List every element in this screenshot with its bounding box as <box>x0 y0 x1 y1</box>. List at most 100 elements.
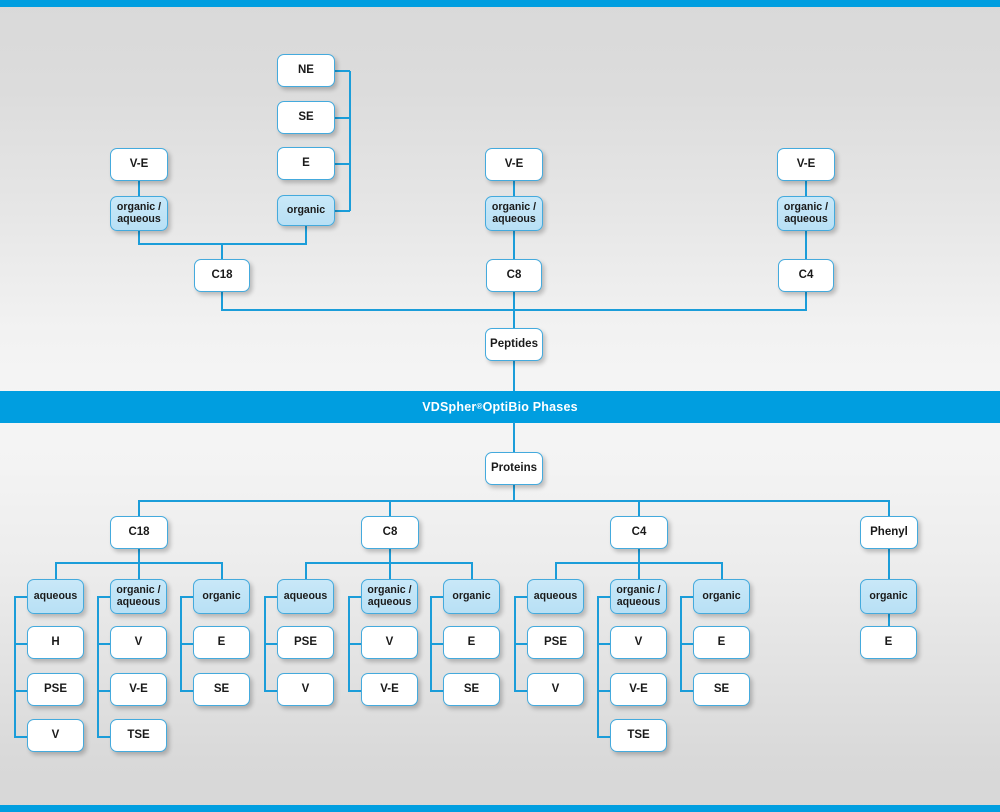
node-c18-aqueous[interactable]: aqueous <box>27 579 84 614</box>
top-accent-rail <box>0 0 1000 7</box>
connector-e-stub <box>335 163 350 165</box>
bracket-c4-oa-stub-2 <box>597 690 611 692</box>
node-c18-proteins-organic[interactable]: organic <box>193 579 250 614</box>
node-c8-aqueous-child-2[interactable]: V <box>277 673 334 706</box>
bracket-c8-org-head <box>430 596 444 598</box>
bracket-c18-aqueous-head <box>14 596 28 598</box>
connector-bus-to-c4 <box>638 500 640 517</box>
connector-peptides-to-banner <box>513 360 515 392</box>
node-c18-oa-child-1[interactable]: V <box>110 626 167 659</box>
node-c18-aqueous-child-3[interactable]: V <box>27 719 84 752</box>
node-c8-oa-child-2[interactable]: V-E <box>361 673 418 706</box>
node-c18-org-child-1[interactable]: E <box>193 626 250 659</box>
bracket-c8-aqueous-head <box>264 596 278 598</box>
node-ne[interactable]: NE <box>277 54 335 87</box>
connector-c18-down <box>221 291 223 310</box>
bracket-c18-oa-stub-1 <box>97 643 111 645</box>
bracket-c8-aqueous-stub-2 <box>264 690 278 692</box>
bracket-c4-org-stub-2 <box>680 690 694 692</box>
node-c4-org-child-1[interactable]: E <box>693 626 750 659</box>
bracket-c18-org-head <box>180 596 194 598</box>
node-phenyl-organic[interactable]: organic <box>860 579 917 614</box>
connector-c18-to-aqueous <box>55 562 57 580</box>
connector-proteins-bus <box>138 500 889 502</box>
node-c8-org-child-2[interactable]: SE <box>443 673 500 706</box>
node-c4-ve[interactable]: V-E <box>777 148 835 181</box>
connector-c4-to-aqueous <box>555 562 557 580</box>
node-c4-proteins-organic[interactable]: organic <box>693 579 750 614</box>
connector-c18-ve-to-mode <box>138 180 140 200</box>
bracket-c18-org-stub-1 <box>180 643 194 645</box>
connector-banner-to-proteins <box>513 422 515 452</box>
node-c8-aqueous-child-1[interactable]: PSE <box>277 626 334 659</box>
node-peptides-c8[interactable]: C8 <box>486 259 542 292</box>
node-c8-ve[interactable]: V-E <box>485 148 543 181</box>
node-phenyl-org-child-1[interactable]: E <box>860 626 917 659</box>
node-c4-oa-child-1[interactable]: V <box>610 626 667 659</box>
bracket-c18-aqueous-stub-1 <box>14 643 28 645</box>
bracket-c18-oa-stub-2 <box>97 690 111 692</box>
node-c18-organic-aqueous[interactable]: organic / aqueous <box>110 196 168 231</box>
connector-organic-stub <box>335 210 350 212</box>
node-c4-proteins-organic-aqueous[interactable]: organic / aqueous <box>610 579 667 614</box>
bracket-c4-organic-aqueous <box>597 596 599 737</box>
node-c4-aqueous-child-1[interactable]: PSE <box>527 626 584 659</box>
node-proteins-c4[interactable]: C4 <box>610 516 668 549</box>
node-c8-proteins-organic[interactable]: organic <box>443 579 500 614</box>
node-proteins-phenyl[interactable]: Phenyl <box>860 516 918 549</box>
node-c4-aqueous-child-2[interactable]: V <box>527 673 584 706</box>
node-c8-organic-aqueous[interactable]: organic / aqueous <box>485 196 543 231</box>
connector-c8-mode-to-c8 <box>513 230 515 260</box>
bracket-c4-oa-stub-3 <box>597 736 611 738</box>
connector-c18-merge-drop <box>221 243 223 260</box>
node-c8-proteins-organic-aqueous[interactable]: organic / aqueous <box>361 579 418 614</box>
node-proteins[interactable]: Proteins <box>485 452 543 485</box>
connector-proteins-drop <box>513 484 515 501</box>
node-c8-oa-child-1[interactable]: V <box>361 626 418 659</box>
node-c18-aqueous-child-2[interactable]: PSE <box>27 673 84 706</box>
node-c8-aqueous[interactable]: aqueous <box>277 579 334 614</box>
node-c18-oa-child-2[interactable]: V-E <box>110 673 167 706</box>
connector-c8-to-organic <box>471 562 473 580</box>
node-c4-org-child-2[interactable]: SE <box>693 673 750 706</box>
bottom-accent-rail <box>0 805 1000 812</box>
bracket-c18-aqueous <box>14 596 16 737</box>
bracket-c8-oa-stub-2 <box>348 690 362 692</box>
node-e[interactable]: E <box>277 147 335 180</box>
node-c4-oa-child-2[interactable]: V-E <box>610 673 667 706</box>
bracket-c8-org-stub-1 <box>430 643 444 645</box>
node-proteins-c8[interactable]: C8 <box>361 516 419 549</box>
bracket-c4-aqueous-stub-1 <box>514 643 528 645</box>
node-peptides-c18[interactable]: C18 <box>194 259 250 292</box>
node-peptides-c4[interactable]: C4 <box>778 259 834 292</box>
banner-brand: VDSpher <box>422 400 477 414</box>
node-top-organic[interactable]: organic <box>277 195 335 226</box>
node-c18-org-child-2[interactable]: SE <box>193 673 250 706</box>
bracket-c18-aqueous-stub-3 <box>14 736 28 738</box>
node-se[interactable]: SE <box>277 101 335 134</box>
node-c4-oa-child-3[interactable]: TSE <box>610 719 667 752</box>
bracket-c4-oa-stub-1 <box>597 643 611 645</box>
node-c18-ve[interactable]: V-E <box>110 148 168 181</box>
node-c8-org-child-1[interactable]: E <box>443 626 500 659</box>
connector-c8-group-drop <box>389 548 391 563</box>
node-c18-proteins-organic-aqueous[interactable]: organic / aqueous <box>110 579 167 614</box>
brand-banner: VDSpher® OptiBio Phases <box>0 391 1000 423</box>
node-c18-aqueous-child-1[interactable]: H <box>27 626 84 659</box>
banner-suffix: OptiBio Phases <box>482 400 578 414</box>
connector-bus-to-phenyl <box>888 500 890 517</box>
node-peptides[interactable]: Peptides <box>485 328 543 361</box>
connector-c18-group-drop <box>138 548 140 563</box>
bracket-c8-oa-head <box>348 596 362 598</box>
node-c4-aqueous[interactable]: aqueous <box>527 579 584 614</box>
connector-se-stub <box>335 117 350 119</box>
connector-c4-down <box>805 291 807 310</box>
node-c4-organic-aqueous[interactable]: organic / aqueous <box>777 196 835 231</box>
connector-c8-to-organic-aqueous <box>389 562 391 580</box>
connector-c8-group-bar <box>305 562 472 564</box>
bracket-c4-org-stub-1 <box>680 643 694 645</box>
node-proteins-c18[interactable]: C18 <box>110 516 168 549</box>
bracket-c4-aqueous-stub-2 <box>514 690 528 692</box>
node-c18-oa-child-3[interactable]: TSE <box>110 719 167 752</box>
